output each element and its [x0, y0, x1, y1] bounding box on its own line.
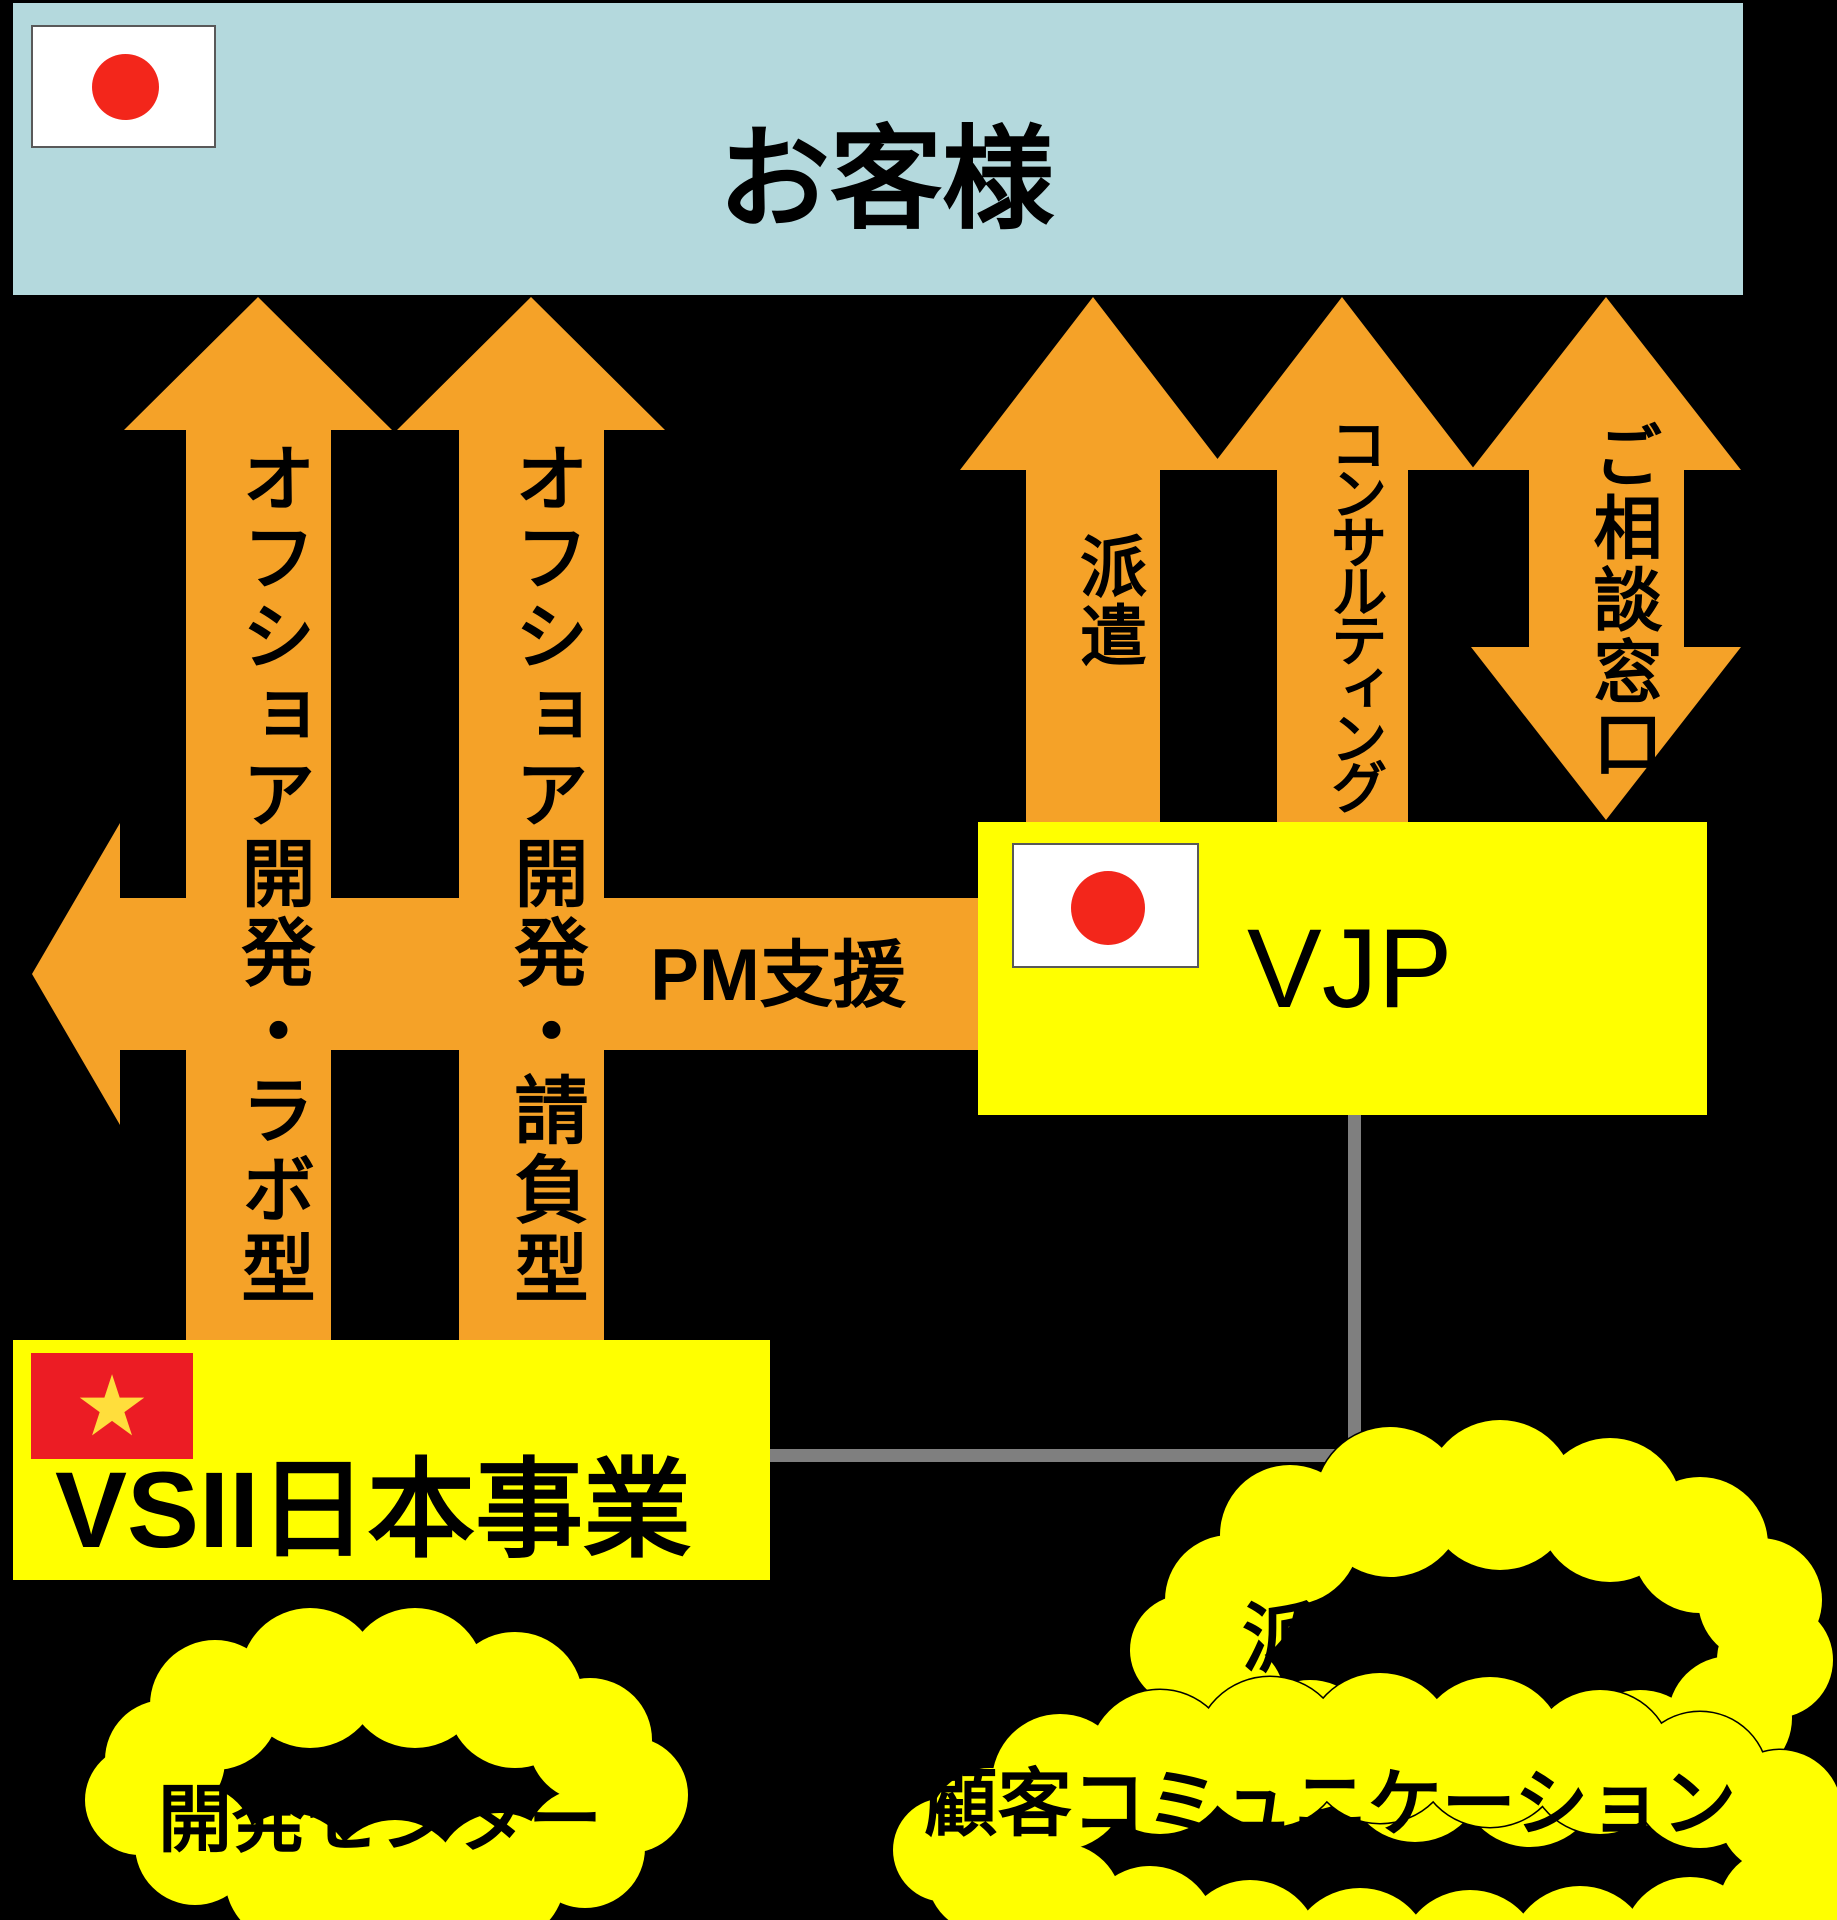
vietnam-flag-icon: ★	[31, 1353, 193, 1459]
japan-flag-sun	[92, 54, 159, 120]
dispatch-center-cloud-label: 派遣センター	[1242, 1597, 1698, 1682]
customer-bar-label: お客様	[718, 117, 1054, 242]
cloud-development-center	[83, 1606, 690, 1920]
vsii-box-label: VSII日本事業	[55, 1449, 692, 1570]
development-center-cloud-label: 開発センター	[158, 1778, 602, 1861]
customer-communication-cloud-label: 顧客コミュニケーション	[923, 1762, 1737, 1845]
consulting-arrow-label: コンサルティング	[1322, 415, 1386, 807]
consultation-double-arrow	[1471, 297, 1741, 820]
connector-horizontal	[770, 1449, 1361, 1462]
offshore-lab-arrow	[124, 297, 392, 1343]
consulting-arrow	[1209, 297, 1475, 824]
dispatch-arrow-label: 派遣	[1070, 532, 1145, 670]
offshore-contract-arrow	[397, 297, 665, 1343]
pm-support-arrow-label: PM支援	[650, 935, 906, 1016]
consultation-desk-arrow-label: ご相談窓口	[1583, 420, 1660, 780]
vjp-box-label: VJP	[1247, 906, 1453, 1031]
customer-bar	[13, 3, 1743, 295]
vietnam-flag-star: ★	[74, 1359, 150, 1453]
japan-flag-icon	[31, 25, 216, 148]
japan-flag-icon	[1012, 843, 1199, 968]
japan-flag-sun	[1071, 871, 1145, 945]
connector-vertical	[1348, 1115, 1361, 1455]
pm-support-arrow	[32, 823, 978, 1125]
offshore-contract-arrow-label: オフショア開発・請負型	[504, 440, 587, 1309]
offshore-lab-arrow-label: オフショア開発・ラボ型	[231, 440, 314, 1309]
dispatch-arrow	[960, 297, 1226, 824]
